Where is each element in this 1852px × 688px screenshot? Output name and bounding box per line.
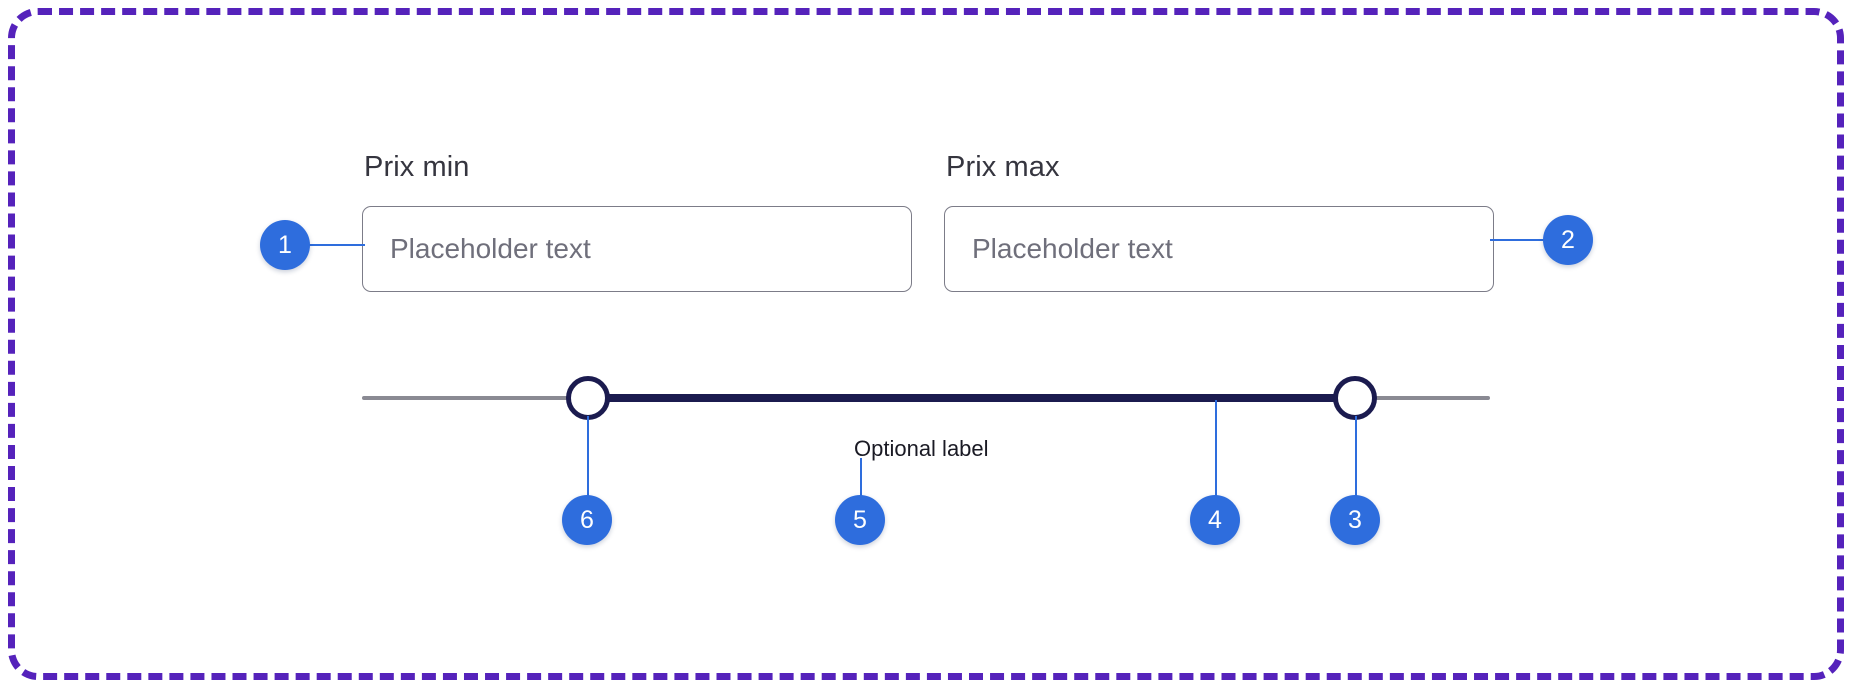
slider-track-active[interactable]: [588, 393, 1355, 402]
slider-min-handle[interactable]: [566, 376, 610, 420]
field-group-prix-min: Prix min: [362, 150, 912, 292]
annotation-badge-3[interactable]: 3: [1330, 495, 1380, 545]
prix-min-label: Prix min: [364, 151, 470, 183]
leader-line-1: [285, 244, 365, 247]
annotation-badge-1[interactable]: 1: [260, 220, 310, 270]
price-range-slider[interactable]: [362, 376, 1490, 420]
annotation-badge-5[interactable]: 5: [835, 495, 885, 545]
slider-optional-label: Optional label: [854, 436, 989, 461]
leader-line-3: [1355, 416, 1358, 496]
prix-max-label: Prix max: [946, 151, 1060, 183]
annotation-badge-6[interactable]: 6: [562, 495, 612, 545]
annotation-frame: [8, 8, 1844, 680]
leader-line-2: [1490, 239, 1570, 242]
field-group-prix-max: Prix max: [944, 150, 1494, 292]
prix-min-input[interactable]: [362, 206, 912, 292]
leader-line-5: [860, 458, 863, 496]
leader-line-6: [587, 416, 590, 496]
leader-line-4: [1215, 400, 1218, 496]
annotation-badge-2[interactable]: 2: [1543, 215, 1593, 265]
slider-max-handle[interactable]: [1333, 376, 1377, 420]
annotation-badge-4[interactable]: 4: [1190, 495, 1240, 545]
prix-max-input[interactable]: [944, 206, 1494, 292]
